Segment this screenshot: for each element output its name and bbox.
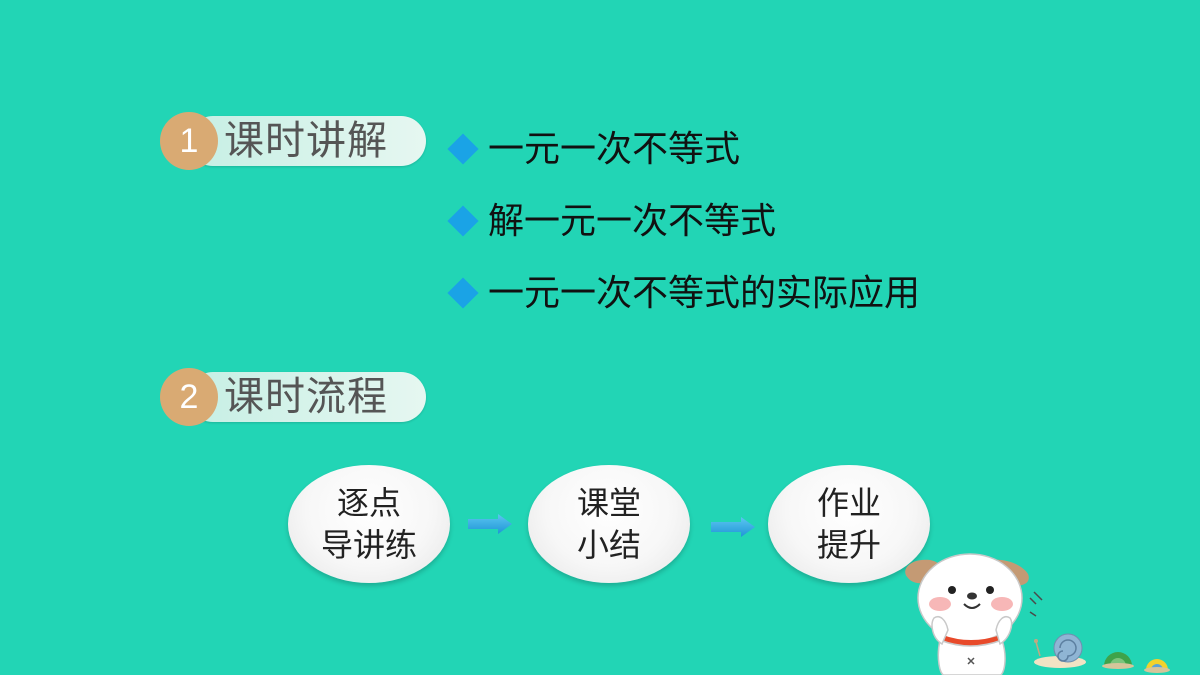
topic-item: 解一元一次不等式 bbox=[446, 196, 920, 268]
right-arrow-icon bbox=[711, 517, 755, 537]
flow-node-line: 课堂 bbox=[576, 484, 641, 522]
flow-node-line: 逐点 bbox=[336, 484, 401, 522]
flow-node-line: 作业 bbox=[816, 484, 881, 522]
puppy-mascot-icon bbox=[905, 553, 1170, 675]
flow-node-line: 导讲练 bbox=[320, 526, 417, 564]
flow-node-line: 小结 bbox=[576, 526, 641, 564]
section-title: 课时讲解 bbox=[224, 118, 388, 164]
topic-list: 一元一次不等式 解一元一次不等式 一元一次不等式的实际应用 bbox=[446, 124, 920, 340]
diamond-bullet-icon bbox=[447, 205, 479, 237]
section-number-badge: 2 bbox=[160, 368, 218, 426]
topic-text: 解一元一次不等式 bbox=[488, 201, 777, 242]
flow-node-homework[interactable]: 作业 提升 bbox=[768, 465, 930, 583]
diamond-bullet-icon bbox=[447, 133, 479, 165]
heading-pill bbox=[188, 372, 426, 422]
section-heading-lesson-flow: 2 课时流程 bbox=[160, 368, 430, 426]
heading-pill bbox=[188, 116, 426, 166]
diamond-bullet-icon bbox=[447, 277, 479, 309]
flow-node-class-summary[interactable]: 课堂 小结 bbox=[528, 465, 690, 583]
right-arrow-icon bbox=[468, 514, 512, 534]
flow-node-point-by-point[interactable]: 逐点 导讲练 bbox=[288, 465, 450, 583]
topic-text: 一元一次不等式 bbox=[488, 129, 741, 170]
section-number-badge: 1 bbox=[160, 112, 218, 170]
topic-item: 一元一次不等式 bbox=[446, 124, 920, 196]
section-heading-lesson-explanation: 1 课时讲解 bbox=[160, 112, 430, 170]
topic-item: 一元一次不等式的实际应用 bbox=[446, 268, 920, 340]
topic-text: 一元一次不等式的实际应用 bbox=[488, 273, 921, 314]
section-title: 课时流程 bbox=[224, 374, 388, 420]
flow-node-line: 提升 bbox=[816, 526, 881, 564]
